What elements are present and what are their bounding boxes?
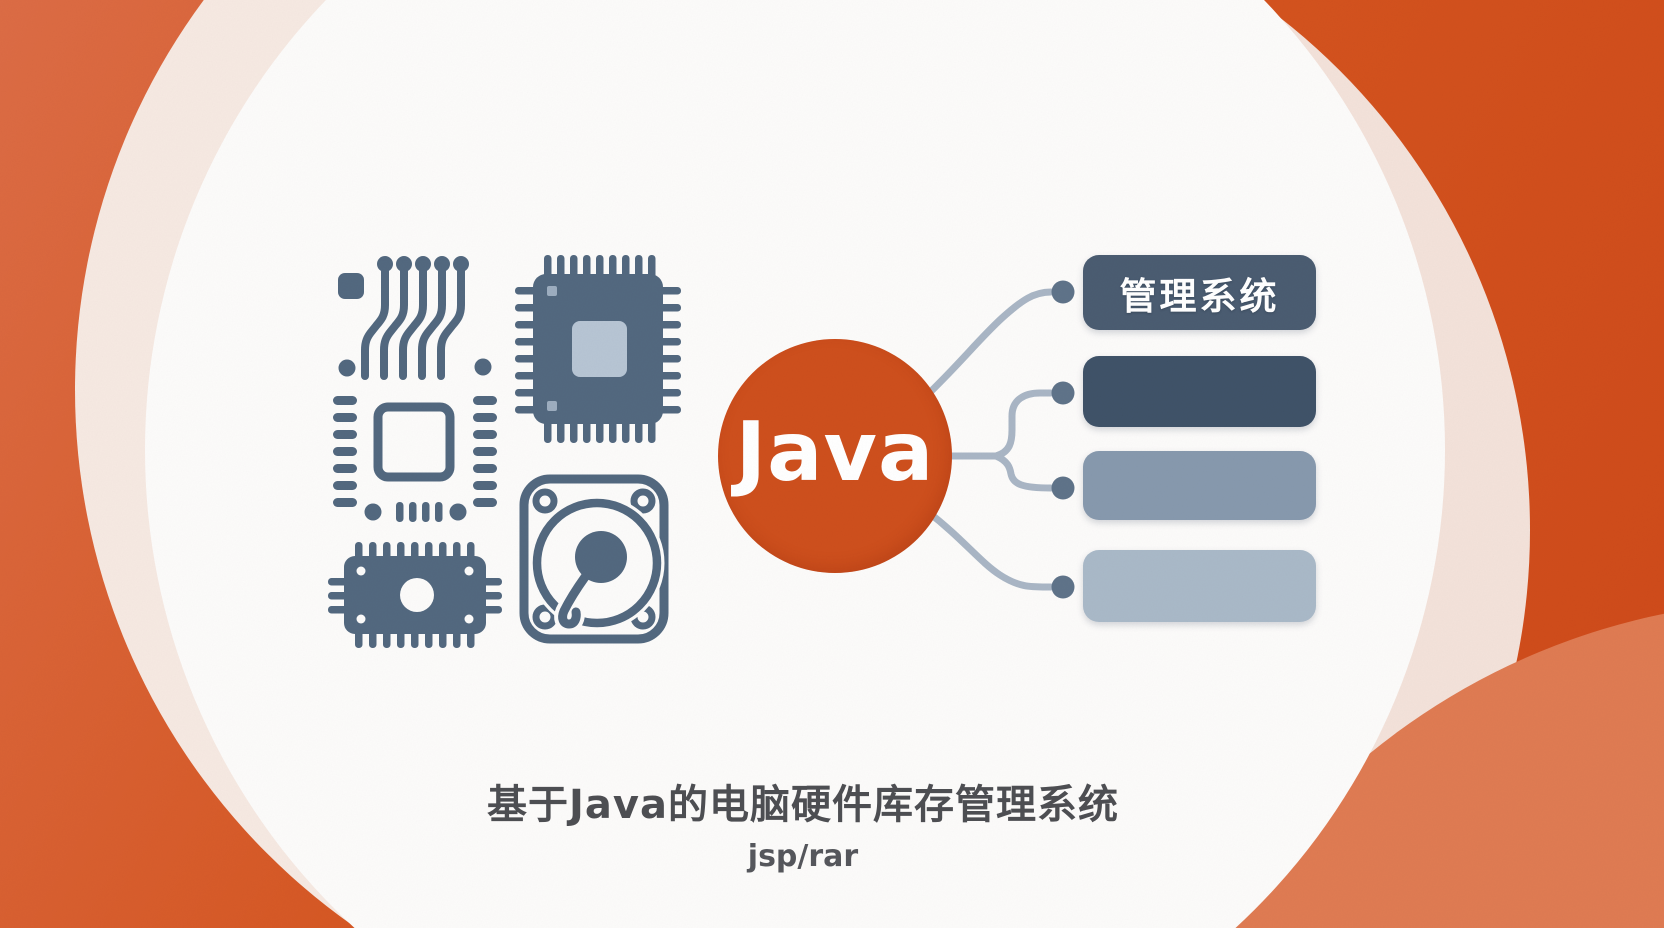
cpu-chip-icon: [515, 255, 681, 443]
caption-subtitle: jsp/rar: [747, 839, 859, 874]
java-hub-circle: Java: [718, 339, 952, 573]
connector-dot-4: [1051, 575, 1075, 599]
mcu-die-outline: [373, 402, 455, 482]
ram-center-hole: [400, 578, 434, 612]
hdd-spindle: [575, 531, 627, 583]
branch-box-4: [1083, 550, 1316, 622]
branch-box-2: [1083, 356, 1316, 427]
circuit-pad: [338, 273, 364, 299]
connector-branch-4: [924, 508, 1055, 591]
connector-branch-3: [992, 452, 1055, 492]
cpu-die: [572, 321, 627, 377]
connector-dot-2: [1051, 381, 1075, 405]
connector-branch-1: [916, 288, 1055, 406]
caption: 基于Java的电脑硬件库存管理系统 jsp/rar: [487, 772, 1119, 874]
branch-box-management-system: 管理系统: [1083, 255, 1316, 330]
ram-chip-icon: [328, 542, 502, 648]
connector-dot-3: [1051, 476, 1075, 500]
connector-dot-1: [1051, 280, 1075, 304]
circuit-board-icon: [333, 256, 497, 522]
hard-drive-icon: [519, 474, 669, 644]
caption-title: 基于Java的电脑硬件库存管理系统: [487, 782, 1119, 828]
branch-box-3: [1083, 451, 1316, 520]
java-label: Java: [735, 404, 935, 500]
connector-branch-2: [992, 389, 1055, 460]
branch-box-label: 管理系统: [1119, 274, 1280, 318]
